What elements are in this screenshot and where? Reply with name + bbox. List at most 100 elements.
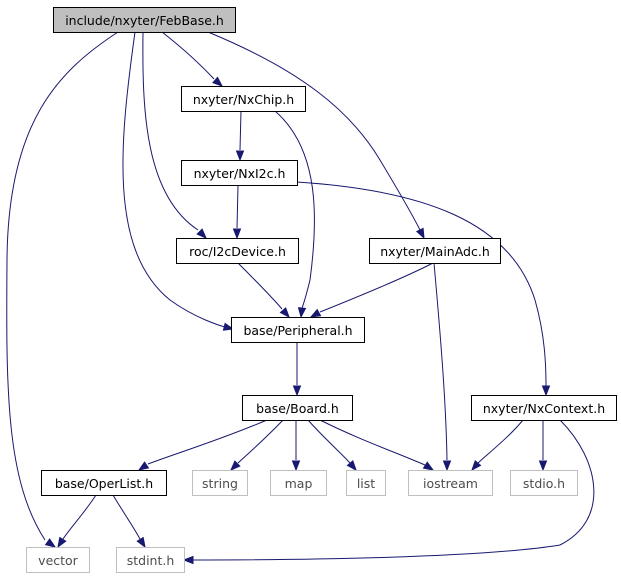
node-base-operlist-h[interactable]: base/OperList.h — [41, 470, 167, 496]
file-nodes: include/nxyter/FebBase.h nxyter/NxChip.h… — [26, 7, 617, 573]
edge-i2cdevice-to-peripheral — [237, 262, 290, 319]
edge-line — [296, 181, 547, 387]
edge-line — [237, 419, 284, 464]
edge-line — [62, 494, 97, 540]
node-label: base/OperList.h — [55, 476, 153, 491]
edge-nxi2c-to-i2cdevice — [232, 184, 242, 240]
edge-line — [161, 31, 215, 80]
edge-febbase-to-peripheral — [122, 31, 235, 331]
edge-nxi2c-to-nxcontext — [296, 181, 551, 397]
edge-nxchip-to-nxi2c — [235, 110, 245, 162]
arrowhead — [57, 536, 67, 549]
node-label: nxyter/MainAdc.h — [380, 244, 490, 259]
arrowhead — [44, 538, 57, 548]
node-nxyter-nxchip-h[interactable]: nxyter/NxChip.h — [181, 86, 306, 112]
edge-board-to-string — [230, 419, 284, 471]
edge-peripheral-to-board — [292, 342, 302, 397]
edge-line — [433, 262, 448, 461]
node-label: iostream — [423, 476, 478, 491]
edge-line — [142, 31, 199, 231]
arrowhead — [235, 150, 245, 162]
node-label: vector — [38, 553, 79, 568]
edge-nxcontext-to-iostream — [471, 419, 524, 472]
arrowhead — [136, 536, 146, 549]
arrowhead — [346, 460, 357, 472]
edge-line — [6, 31, 119, 541]
node-label: list — [357, 476, 375, 491]
arrowhead — [279, 307, 290, 319]
arrowhead — [471, 460, 482, 472]
node-include-nxyter-febbase-h[interactable]: include/nxyter/FebBase.h — [53, 7, 236, 33]
arrowhead — [230, 460, 241, 471]
arrowhead — [297, 307, 307, 319]
edge-line — [319, 262, 434, 313]
edge-mainadc-to-peripheral — [309, 262, 434, 318]
edge-mainadc-to-iostream — [433, 262, 452, 472]
edge-line — [207, 31, 421, 231]
node-roc-i2cdevice-h[interactable]: roc/I2cDevice.h — [176, 238, 299, 264]
arrowhead — [415, 227, 425, 240]
node-label: nxyter/NxContext.h — [483, 401, 605, 416]
node-nxyter-nxcontext-h[interactable]: nxyter/NxContext.h — [471, 395, 617, 421]
node-label: nxyter/NxI2c.h — [194, 166, 286, 181]
arrowhead — [196, 228, 207, 239]
edge-febbase-to-vector — [6, 31, 119, 548]
arrowhead — [442, 460, 452, 472]
arrowhead — [182, 555, 194, 565]
edge-nxcontext-to-stdint — [182, 419, 595, 565]
node-label: stdio.h — [523, 476, 565, 491]
edge-line — [307, 419, 351, 464]
edge-line — [319, 419, 426, 466]
edge-nxchip-to-peripheral — [274, 110, 315, 319]
edge-line — [237, 262, 283, 310]
arrowhead — [232, 228, 242, 240]
edge-febbase-to-i2cdevice — [142, 31, 207, 239]
edge-operlist-to-vector — [57, 494, 97, 549]
node-label: nxyter/NxChip.h — [193, 92, 294, 107]
node-base-board-h[interactable]: base/Board.h — [242, 395, 353, 421]
edge-board-to-map — [291, 420, 301, 472]
node-map: map — [270, 470, 327, 496]
arrowhead — [538, 460, 548, 472]
node-label: stdint.h — [127, 553, 175, 568]
arrowhead — [422, 461, 435, 471]
arrowhead — [137, 461, 150, 471]
edge-line — [112, 494, 141, 540]
edge-line — [274, 110, 315, 309]
node-string: string — [192, 470, 248, 496]
edge-febbase-to-mainadc — [207, 31, 425, 240]
node-label: map — [285, 476, 313, 491]
node-vector: vector — [26, 547, 90, 573]
edge-line — [239, 110, 242, 151]
edge-line — [122, 31, 230, 329]
edge-line — [236, 184, 239, 229]
node-nxyter-mainadc-h[interactable]: nxyter/MainAdc.h — [369, 238, 501, 264]
node-label: roc/I2cDevice.h — [189, 244, 286, 259]
node-nxyter-nxi2c-h[interactable]: nxyter/NxI2c.h — [181, 160, 298, 186]
node-base-peripheral-h[interactable]: base/Peripheral.h — [231, 317, 365, 343]
edge-febbase-to-nxchip — [161, 31, 224, 87]
edge-board-to-iostream — [319, 419, 435, 471]
edge-board-to-operlist — [137, 419, 268, 471]
node-list: list — [346, 470, 386, 496]
node-label: include/nxyter/FebBase.h — [65, 13, 224, 28]
arrowhead — [212, 76, 224, 87]
arrowhead — [291, 460, 301, 472]
node-stdio-h: stdio.h — [510, 470, 578, 496]
edge-operlist-to-stdint — [112, 494, 146, 549]
node-iostream: iostream — [408, 470, 493, 496]
node-label: string — [202, 476, 238, 491]
edge-line — [477, 419, 524, 464]
arrowhead — [222, 322, 235, 331]
dependency-edges — [6, 31, 595, 565]
arrowhead — [292, 385, 302, 397]
arrowhead — [309, 308, 322, 318]
arrowhead — [541, 385, 551, 397]
edge-line — [191, 419, 595, 561]
edge-board-to-list — [307, 419, 357, 472]
node-label: base/Board.h — [256, 401, 339, 416]
node-stdint-h: stdint.h — [116, 547, 185, 573]
node-label: base/Peripheral.h — [243, 323, 352, 338]
edge-nxcontext-to-stdio — [538, 420, 548, 472]
